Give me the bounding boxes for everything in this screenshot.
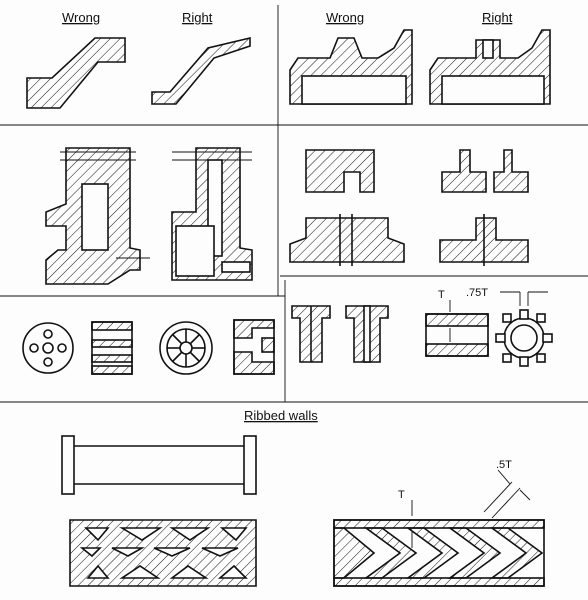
label-wrong-2: Wrong: [326, 10, 364, 25]
ribbed-wall-section-wrong: [69, 519, 257, 587]
step-section-right: [151, 36, 251, 105]
label-ribbed-walls: Ribbed walls: [244, 408, 318, 423]
dim-rib-width: .5T: [496, 459, 512, 471]
panel-dividers: [0, 5, 588, 403]
boss-section-right: [429, 29, 551, 105]
ribbed-wall-elevation: [61, 435, 257, 495]
ring-gear: .75T: [466, 287, 553, 367]
dim-ring-gap: .75T: [466, 287, 488, 299]
disc-wrong-section: [91, 321, 133, 375]
bushing-wrong: [291, 305, 331, 363]
label-right-1: Right: [182, 10, 213, 25]
dim-thickness-bottom: T: [398, 489, 405, 501]
dim-thickness-top: T: [438, 289, 445, 301]
disc-right: [159, 321, 213, 375]
ribbed-wall-section-right: T .5T: [333, 459, 545, 587]
ring-section: T: [425, 289, 489, 357]
hub-section-right: [171, 147, 253, 281]
rib-section-bottom-wrong: [289, 214, 405, 266]
boss-section-wrong: [289, 29, 413, 105]
step-section-wrong: [26, 37, 126, 109]
label-right-2: Right: [482, 10, 513, 25]
rib-section-top-right: [441, 149, 529, 193]
rib-section-bottom-right: [439, 214, 529, 266]
disc-wrong: [22, 322, 74, 374]
bushing-right: [345, 305, 389, 363]
label-wrong-1: Wrong: [62, 10, 100, 25]
rib-section-top-wrong: [305, 149, 375, 193]
hub-section-wrong: [45, 147, 150, 285]
disc-right-section: [233, 319, 275, 375]
